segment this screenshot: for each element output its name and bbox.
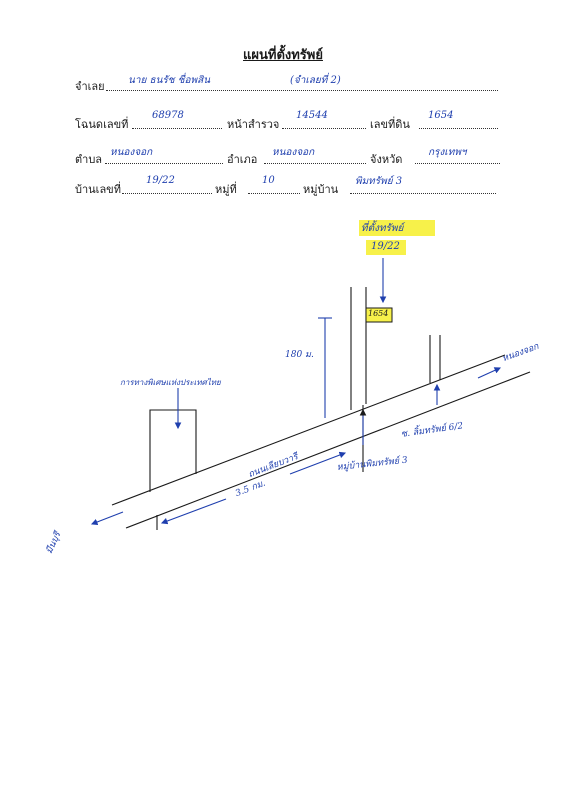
left-place-label: การทางพิเศษแห่งประเทศไทย xyxy=(120,378,221,387)
distance-arrow-left xyxy=(160,498,227,525)
house-no-label: บ้านเลขที่ xyxy=(75,183,121,196)
house-no-value: 19/22 xyxy=(146,175,175,186)
survey-line xyxy=(282,128,366,129)
village-label: หมู่บ้าน xyxy=(303,183,339,196)
house-no-line xyxy=(122,193,212,194)
subdistrict-label: ตำบล xyxy=(75,153,103,166)
deed-line xyxy=(132,128,222,129)
distance-side: 180 ม. xyxy=(285,350,314,360)
province-label: จังหวัด xyxy=(370,153,403,166)
village-value: พิมทรัพย์ 3 xyxy=(355,176,403,187)
property-house-no: 19/22 xyxy=(371,241,400,252)
defendant-line xyxy=(106,90,498,91)
parcel-label: เลขที่ดิน xyxy=(370,118,410,131)
property-label: ที่ตั้งทรัพย์ xyxy=(361,223,404,234)
parcel-line xyxy=(419,128,498,129)
page-title: แผนที่ตั้งทรัพย์ xyxy=(243,48,323,63)
parcel-number: 1654 xyxy=(368,309,389,318)
property-highlight xyxy=(359,220,435,236)
deed-value: 68978 xyxy=(152,110,184,121)
survey-value: 14544 xyxy=(296,110,328,121)
province-line xyxy=(415,163,500,164)
left-building xyxy=(149,409,197,492)
defendant-note: (จำเลยที่ 2) xyxy=(290,75,341,86)
dir-right-arrow xyxy=(477,367,502,379)
moo-value: 10 xyxy=(262,175,275,186)
subdistrict-value: หนองจอก xyxy=(110,147,153,158)
house-highlight xyxy=(366,240,406,255)
dir-left-arrow xyxy=(90,511,124,526)
survey-label: หน้าสำรวจ xyxy=(227,118,280,131)
subdistrict-line xyxy=(105,163,223,164)
moo-label: หมู่ที่ xyxy=(215,183,237,196)
distance-arrow-right xyxy=(289,451,347,475)
district-value: หนองจอก xyxy=(272,147,315,158)
defendant-label: จำเลย xyxy=(75,80,105,93)
province-value: กรุงเทพฯ xyxy=(428,147,467,158)
defendant-value: นาย ธนรัช ชื่อพสิน xyxy=(128,75,211,86)
road-edge-bottom xyxy=(125,371,531,529)
deed-label: โฉนดเลขที่ xyxy=(75,118,129,131)
district-label: อำเภอ xyxy=(227,153,258,166)
moo-line xyxy=(248,193,300,194)
parcel-box xyxy=(365,307,393,323)
parcel-value: 1654 xyxy=(428,110,454,121)
district-line xyxy=(264,163,366,164)
village-line xyxy=(350,193,496,194)
